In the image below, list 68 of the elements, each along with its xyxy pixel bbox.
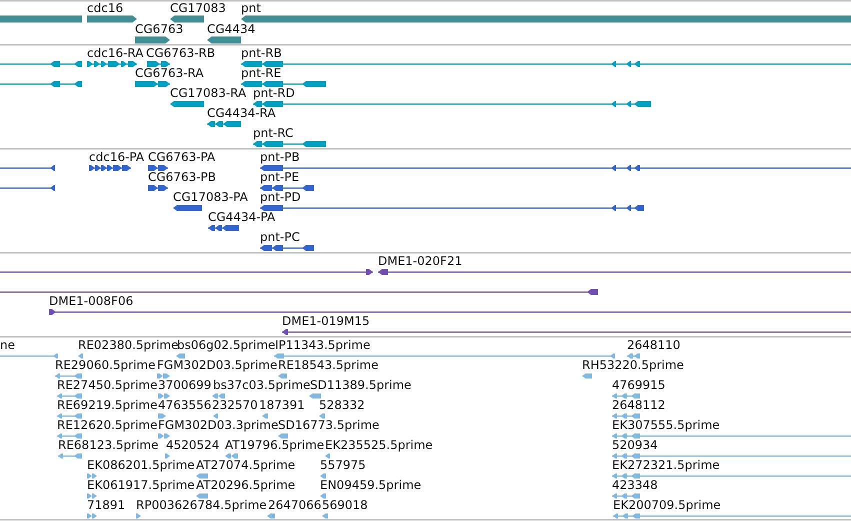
feature-label: EK200709.5prime <box>613 498 721 512</box>
feature-label: pnt-PD <box>260 190 301 204</box>
feature-label: pnt-RE <box>241 66 282 80</box>
feature-label: RE27450.5prime <box>57 378 158 392</box>
feature-label: DME1-008F06 <box>49 294 134 308</box>
feature-label: CG17083-PA <box>173 190 248 204</box>
feature-label: RE12620.5prime <box>57 418 158 432</box>
feature-label: CG6763-RB <box>146 46 216 60</box>
feature-label: EK086201.5prime <box>87 458 195 472</box>
feature-label: pnt-PB <box>260 150 300 164</box>
feature-label: pnt-RD <box>253 86 295 100</box>
feature-label: RP003626784.5prime <box>136 498 267 512</box>
feature-label: RE29060.5prime <box>55 358 156 372</box>
feature-label: 520934 <box>612 438 658 452</box>
feature-label: 187391 <box>259 398 305 412</box>
feature-label: CG4434-PA <box>208 210 276 224</box>
feature-label: 528332 <box>319 398 365 412</box>
feature-label: 2647066 <box>268 498 322 512</box>
feature-label: RE18543.5prime <box>278 358 378 372</box>
feature-label: EN09459.5prime <box>320 478 422 492</box>
feature-label: CG6763-PA <box>148 150 216 164</box>
feature-label: RH53220.5prime <box>582 358 684 372</box>
feature-label: AT20296.5prime <box>196 478 296 492</box>
feature-label: pnt-RC <box>253 126 294 140</box>
feature-label: EK235525.5prime <box>325 438 433 452</box>
feature-label: 2648112 <box>612 398 666 412</box>
feature-label: cdc16 <box>87 1 124 15</box>
feature-label: RE69219.5prime <box>57 398 158 412</box>
feature-label: 2648110 <box>627 338 680 352</box>
feature-label: pnt-PE <box>260 170 300 184</box>
feature-label: cdc16-PA <box>89 150 144 164</box>
feature-label: pnt <box>241 1 261 15</box>
feature-label: RE68123.5prime <box>58 438 158 452</box>
feature-label: CG6763-PB <box>148 170 216 184</box>
feature-label: CG6763 <box>135 22 184 36</box>
feature-label: cdc16-RA <box>87 46 144 60</box>
feature-label: CG17083 <box>170 1 226 15</box>
feature-label: IP11343.5prime <box>275 338 370 352</box>
feature-label: FGM302D03.5prime <box>157 358 278 372</box>
feature-label: 423348 <box>612 478 658 492</box>
feature-label: EK307555.5prime <box>612 418 720 432</box>
feature-label: 3700699 <box>158 378 212 392</box>
feature-label: DME1-019M15 <box>282 314 370 328</box>
feature-label: 71891 <box>87 498 126 512</box>
feature-label: bs37c03.5prime <box>213 378 310 392</box>
feature-label: 4520524 <box>166 438 220 452</box>
feature-label: CG4434-RA <box>207 106 276 120</box>
feature-label: pnt-PC <box>260 230 300 244</box>
feature-label: bs06g02.5prime <box>177 338 276 352</box>
feature-label: pnt-RB <box>241 46 282 60</box>
feature-label: 232570 <box>212 398 258 412</box>
feature-label: SD16773.5prime <box>278 418 380 432</box>
feature-label: EK272321.5prime <box>612 458 720 472</box>
feature-label: 4763556 <box>158 398 212 412</box>
feature-label: SD11389.5prime <box>310 378 412 392</box>
feature-label: EK061917.5prime <box>87 478 195 492</box>
feature-label: CG17083-RA <box>170 86 246 100</box>
feature-label: RE02380.5prime <box>78 338 178 352</box>
feature-label: 4769915 <box>612 378 666 392</box>
feature-label: CG4434 <box>207 22 256 36</box>
feature-label: 557975 <box>320 458 366 472</box>
feature-label: AT27074.5prime <box>196 458 296 472</box>
feature-label: CG6763-RA <box>135 66 204 80</box>
feature-label: DME1-020F21 <box>378 254 462 268</box>
feature-label: AT19796.5prime <box>225 438 324 452</box>
feature-label: ne <box>0 338 15 352</box>
feature-label: FGM302D03.3prime <box>158 418 278 432</box>
feature-label: 569018 <box>322 498 368 512</box>
